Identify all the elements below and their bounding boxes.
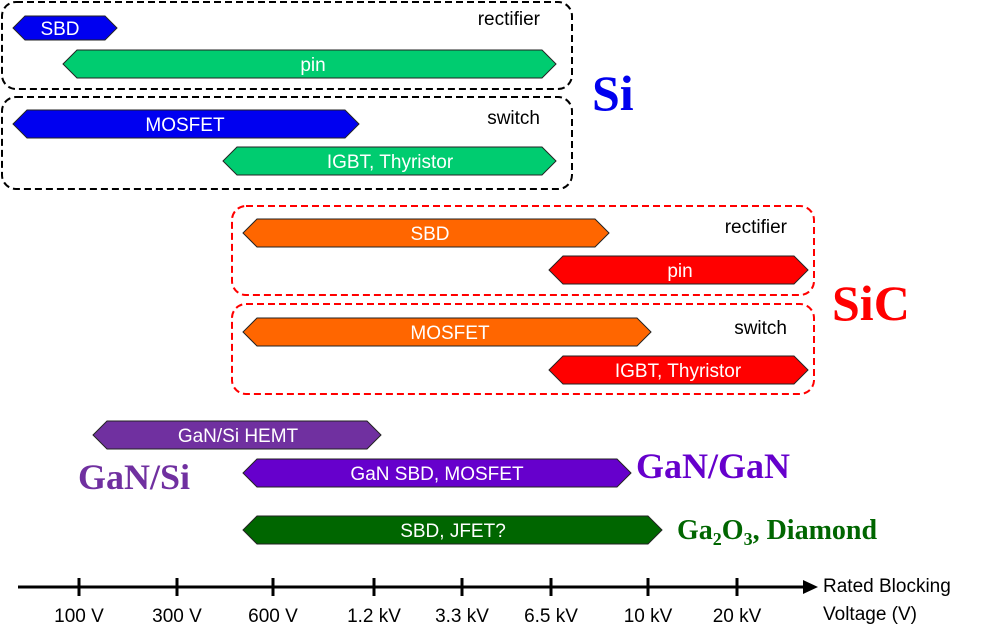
- axis-title-line1: Rated Blocking: [823, 576, 951, 597]
- bar-si-mosfet-label: MOSFET: [145, 115, 225, 136]
- bar-si-igbt-label: IGBT, Thyristor: [327, 152, 454, 173]
- axis-tick-label-1-2kv: 1.2 kV: [347, 606, 401, 627]
- axis-tick-label-10kv: 10 kV: [624, 606, 673, 627]
- axis-tick-label-300v: 300 V: [152, 606, 202, 627]
- axis-arrowhead: [803, 580, 818, 594]
- bar-si-igbt: IGBT, Thyristor: [222, 146, 557, 176]
- bar-ga2o3-sbd-jfet-shape: [242, 515, 663, 545]
- axis-tick-label-100v: 100 V: [54, 606, 104, 627]
- bar-sic-sbd-shape: [242, 218, 610, 248]
- material-label-ga2o3-diamond: Ga2O3, Diamond: [677, 515, 877, 549]
- bar-si-sbd-shape: [12, 15, 118, 41]
- bar-si-mosfet-shape: [12, 109, 360, 139]
- bar-sic-mosfet-shape: [242, 317, 652, 347]
- group-box-sic-rectifier: [231, 205, 815, 296]
- bar-sic-igbt-shape: [548, 355, 809, 385]
- bar-sic-mosfet-label: MOSFET: [410, 323, 490, 344]
- ga2o3-part-o: O: [722, 515, 744, 546]
- bar-ga2o3-sbd-jfet-label: SBD, JFET?: [400, 521, 506, 542]
- axis-tick-label-6-5kv: 6.5 kV: [524, 606, 578, 627]
- axis-tick-label-20kv: 20 kV: [713, 606, 762, 627]
- bar-gangan-sbd-mosfet-label: GaN SBD, MOSFET: [350, 464, 524, 485]
- ga2o3-part-diamond: , Diamond: [753, 515, 878, 546]
- group-label-sic-rectifier: rectifier: [725, 217, 788, 238]
- bar-ga2o3-sbd-jfet: SBD, JFET?: [242, 515, 663, 545]
- bar-gansi-hemt-shape: [92, 420, 382, 450]
- bar-sic-igbt-label: IGBT, Thyristor: [615, 361, 742, 382]
- bar-gangan-sbd-mosfet-shape: [242, 458, 632, 488]
- bar-gangan-sbd-mosfet: GaN SBD, MOSFET: [242, 458, 632, 488]
- bar-sic-sbd-label: SBD: [410, 224, 449, 245]
- group-label-si-rectifier: rectifier: [478, 9, 541, 30]
- bar-si-pin: pin: [62, 49, 557, 79]
- bar-gansi-hemt: GaN/Si HEMT: [92, 420, 382, 450]
- axis-title-line2: Voltage (V): [823, 604, 917, 625]
- bar-gansi-hemt-label: GaN/Si HEMT: [178, 426, 299, 447]
- ga2o3-part-ga: Ga: [677, 515, 713, 546]
- bar-si-mosfet: MOSFET: [12, 109, 360, 139]
- ga2o3-subscript-2: 2: [713, 529, 722, 549]
- bar-si-pin-label: pin: [300, 55, 325, 76]
- material-label-sic: SiC: [832, 275, 910, 331]
- bar-si-igbt-shape: [222, 146, 557, 176]
- group-box-si-rectifier: [1, 1, 573, 90]
- axis-tick-label-600v: 600 V: [248, 606, 298, 627]
- bar-sic-igbt: IGBT, Thyristor: [548, 355, 809, 385]
- material-label-si: Si: [592, 65, 634, 121]
- bar-si-sbd-label: SBD: [40, 19, 79, 40]
- group-label-sic-switch: switch: [734, 318, 787, 339]
- material-label-gansi: GaN/Si: [78, 457, 190, 497]
- bar-sic-pin-label: pin: [667, 261, 692, 282]
- material-label-gangan: GaN/GaN: [636, 446, 790, 486]
- bar-sic-mosfet: MOSFET: [242, 317, 652, 347]
- group-label-si-switch: switch: [487, 108, 540, 129]
- group-box-si-switch: [1, 96, 573, 190]
- bar-si-pin-shape: [62, 49, 557, 79]
- axis-tick-label-3-3kv: 3.3 kV: [435, 606, 489, 627]
- group-box-sic-switch: [231, 303, 815, 395]
- bar-sic-pin: pin: [548, 255, 809, 285]
- ga2o3-subscript-3: 3: [744, 529, 753, 549]
- bar-sic-pin-shape: [548, 255, 809, 285]
- bar-si-sbd: SBD: [12, 15, 118, 41]
- bar-sic-sbd: SBD: [242, 218, 610, 248]
